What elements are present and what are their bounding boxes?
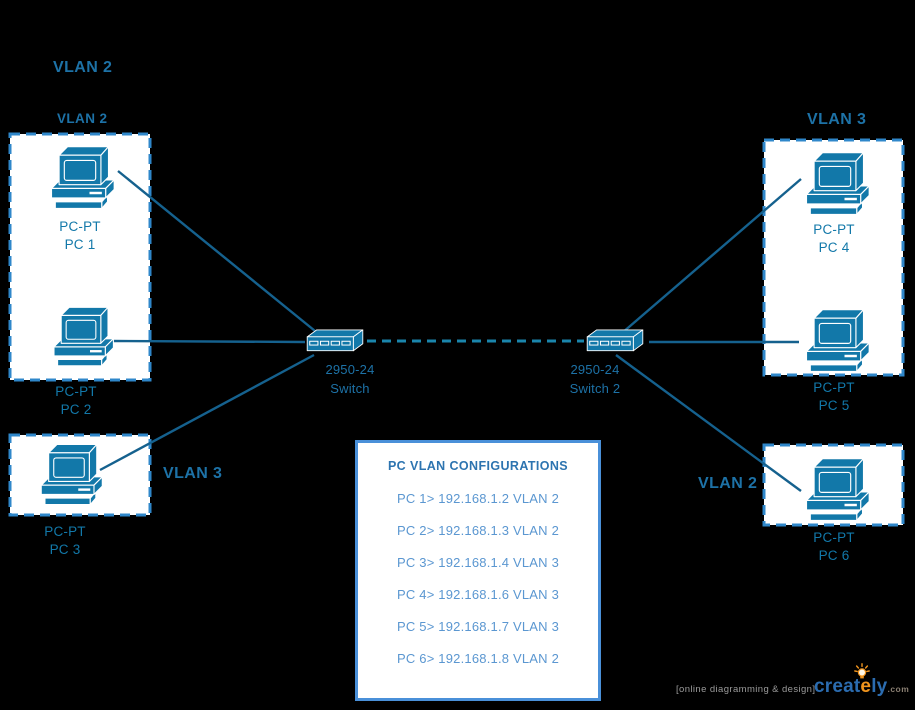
pc-node-3[interactable] <box>32 441 106 509</box>
creately-tagline: [online diagramming & design] <box>676 684 816 695</box>
vlan-zone-right-vlan3-label: VLAN 3 <box>807 111 867 128</box>
pc-icon <box>797 149 873 219</box>
pc-icon <box>45 304 117 370</box>
vlan2-title-label: VLAN 2 <box>53 59 113 76</box>
connector-pc1-switch1[interactable] <box>117 170 321 336</box>
pc-node-1[interactable] <box>42 143 118 213</box>
switch-model: 2950-24 <box>570 362 620 377</box>
pc-node-6-label: PC-PT PC 6 <box>774 529 894 565</box>
vlan-config-row: PC 4> 192.168.1.6 VLAN 3 <box>397 587 559 602</box>
connector-pc2-switch1[interactable] <box>111 339 306 344</box>
switch-icon <box>583 328 647 352</box>
switch-name: Switch 2 <box>569 381 621 396</box>
pc-node-5-label: PC-PT PC 5 <box>774 379 894 415</box>
creately-logo[interactable]: creately.com <box>814 676 909 698</box>
switch-name: Switch <box>330 381 370 396</box>
switch-node-1-label: 2950-24 Switch <box>290 360 410 398</box>
vlan-zone-left-vlan2-label: VLAN 2 <box>57 111 108 126</box>
pc-type: PC-PT <box>813 530 855 545</box>
pc-name: PC 5 <box>818 398 850 413</box>
switch-node-1[interactable] <box>303 328 367 352</box>
switch-icon <box>303 328 367 352</box>
connector-pc3-switch1[interactable] <box>99 353 315 472</box>
switch-node-2[interactable] <box>583 328 647 352</box>
pc-name: PC 6 <box>818 548 850 563</box>
switch-model: 2950-24 <box>325 362 375 377</box>
pc-icon <box>42 143 118 213</box>
vlan-config-row: PC 2> 192.168.1.3 VLAN 2 <box>397 523 559 538</box>
pc-node-5[interactable] <box>797 306 873 376</box>
vlan-config-panel[interactable]: PC VLAN CONFIGURATIONS PC 1> 192.168.1.2… <box>355 440 601 701</box>
pc-type: PC-PT <box>44 524 86 539</box>
vlan-config-rows: PC 1> 192.168.1.2 VLAN 2 PC 2> 192.168.1… <box>358 483 598 675</box>
vlan-config-row: PC 6> 192.168.1.8 VLAN 2 <box>397 651 559 666</box>
vlan-config-row: PC 1> 192.168.1.2 VLAN 2 <box>397 491 559 506</box>
lightbulb-icon <box>854 663 870 679</box>
pc-node-1-label: PC-PT PC 1 <box>20 218 140 254</box>
connector-switch2-pc4[interactable] <box>621 178 802 334</box>
pc-name: PC 3 <box>49 542 81 557</box>
pc-icon <box>32 441 106 509</box>
creately-logo-tld: .com <box>887 684 910 694</box>
vlan-zone-right-vlan2-label: VLAN 2 <box>698 475 758 492</box>
pc-icon <box>797 455 873 525</box>
pc-node-4[interactable] <box>797 149 873 219</box>
pc-name: PC 4 <box>818 240 850 255</box>
pc-name: PC 2 <box>60 402 92 417</box>
pc-node-2[interactable] <box>45 304 117 370</box>
pc-type: PC-PT <box>59 219 101 234</box>
vlan-config-row: PC 3> 192.168.1.4 VLAN 3 <box>397 555 559 570</box>
creately-logo-suffix: ly <box>871 676 888 697</box>
vlan-config-row: PC 5> 192.168.1.7 VLAN 3 <box>397 619 559 634</box>
vlan-config-panel-title: PC VLAN CONFIGURATIONS <box>387 459 569 473</box>
pc-icon <box>797 306 873 376</box>
vlan-zone-left-vlan3-label: VLAN 3 <box>163 465 223 482</box>
pc-type: PC-PT <box>55 384 97 399</box>
pc-node-2-label: PC-PT PC 2 <box>16 383 136 419</box>
switch-node-2-label: 2950-24 Switch 2 <box>535 360 655 398</box>
connector-switch2-pc6[interactable] <box>615 354 802 492</box>
pc-type: PC-PT <box>813 380 855 395</box>
creately-logo-accent: e <box>860 676 872 697</box>
pc-type: PC-PT <box>813 222 855 237</box>
creately-logo-prefix: creat <box>814 676 861 697</box>
pc-node-4-label: PC-PT PC 4 <box>774 221 894 257</box>
pc-name: PC 1 <box>64 237 96 252</box>
pc-node-6[interactable] <box>797 455 873 525</box>
pc-node-3-label: PC-PT PC 3 <box>5 523 125 559</box>
